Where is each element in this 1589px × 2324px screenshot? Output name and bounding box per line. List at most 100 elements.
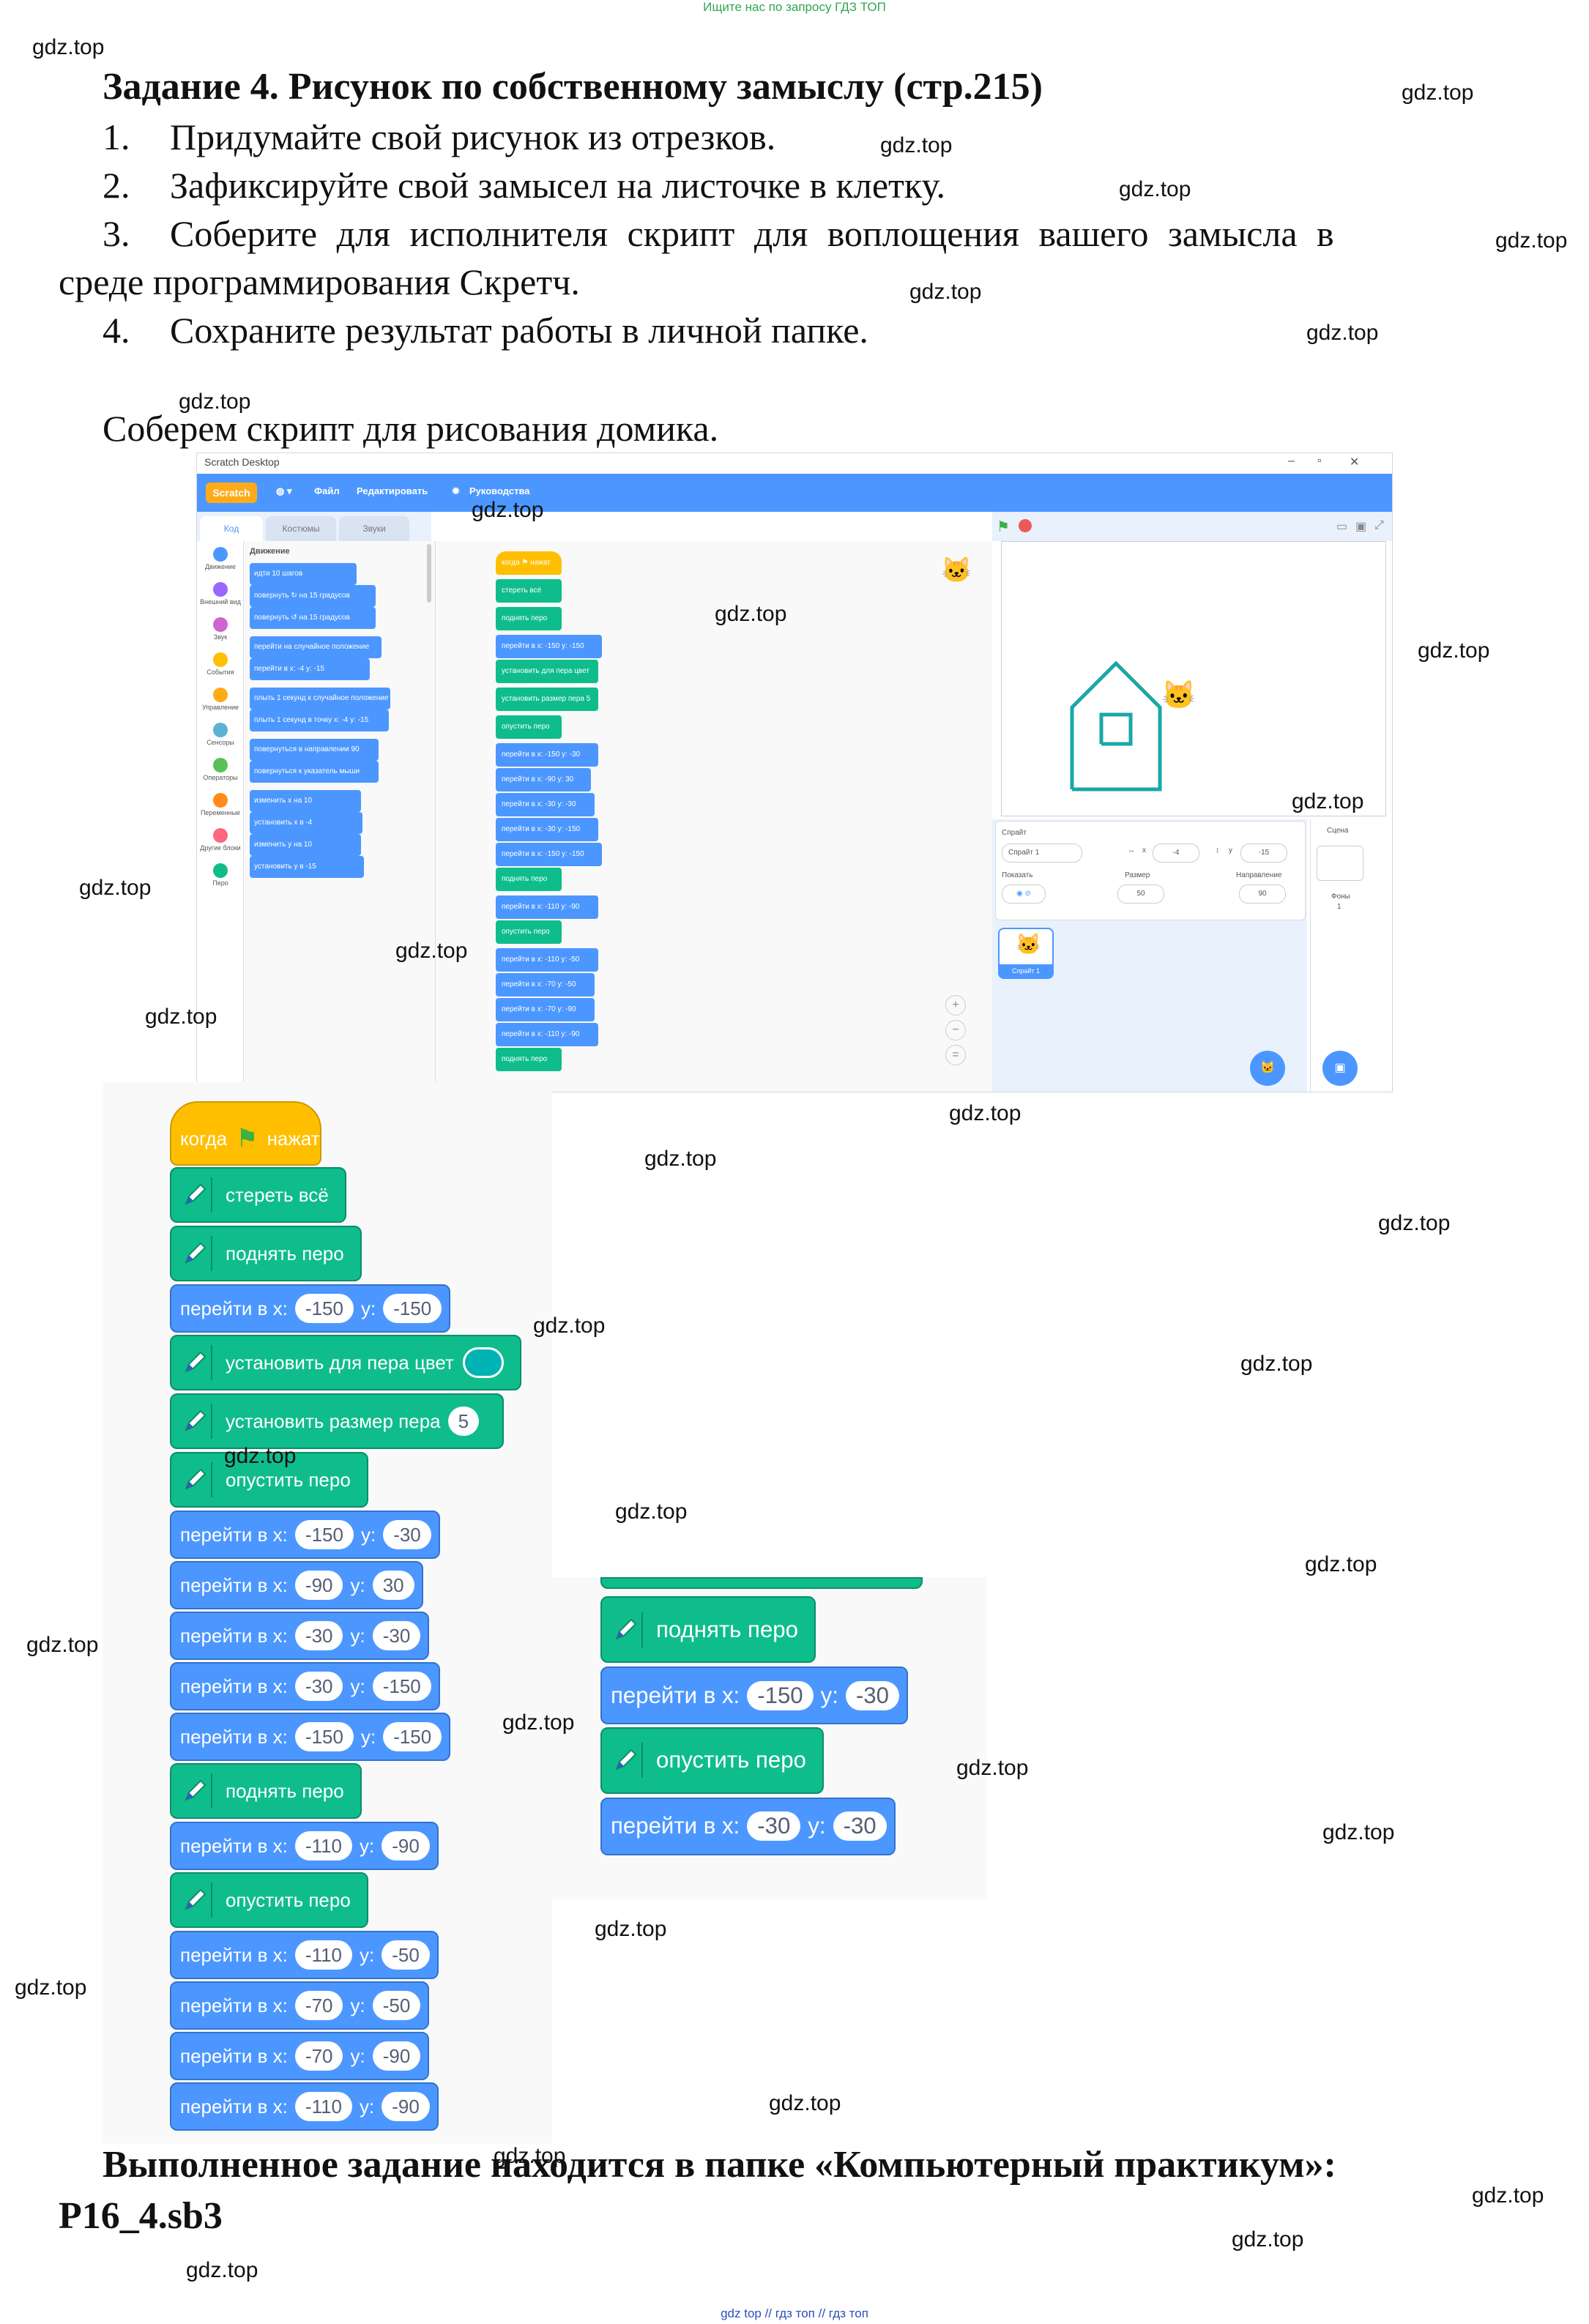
y-input[interactable]: -50 [382,1940,430,1970]
x-input[interactable]: -150 [747,1680,814,1710]
y-input[interactable]: -30 [372,1621,421,1650]
y-input[interactable]: -30 [845,1680,899,1710]
palette-block[interactable]: повернуть ↻ на 15 градусов [250,585,376,607]
palette-block[interactable]: установить x в -4 [250,812,362,834]
fullscreen-icon[interactable]: ⤢ [1374,519,1384,532]
category-dot-icon[interactable] [213,723,228,737]
palette-block[interactable]: плыть 1 секунд к случайное положение [250,688,390,710]
y-input[interactable]: 30 [372,1571,414,1600]
size-input[interactable]: 50 [1117,884,1164,904]
script-block[interactable]: перейти в x: -150 y: -30 [496,743,598,767]
palette-block[interactable]: плыть 1 секунд в точку x: -4 y: -15 [250,710,389,731]
category-dot-icon[interactable] [213,828,228,843]
scene-thumbnail[interactable] [1317,846,1363,881]
pen-color-swatch[interactable] [462,1347,504,1378]
palette-block[interactable]: повернуться к указатель мыши [250,761,379,783]
category-dot-icon[interactable] [213,758,228,772]
close-icon[interactable]: ✕ [1350,456,1360,469]
pen-block[interactable]: опустить перо [170,1872,368,1928]
show-toggle-eye-icon[interactable]: ◉ ⊘ [1002,884,1046,904]
script-block[interactable]: перейти в x: -150 y: -150 [496,843,602,866]
add-sprite-icon[interactable]: 🐱 [1250,1051,1285,1086]
script-block[interactable]: поднять перо [496,1048,562,1071]
script-block[interactable]: установить для пера цвет [496,660,598,683]
category-dot-icon[interactable] [213,793,228,808]
script-block[interactable]: опустить перо [496,920,562,944]
y-input[interactable]: -150 [372,1672,431,1701]
category-dot-icon[interactable] [213,688,228,702]
sprite-thumbnail[interactable]: 🐱 Спрайт 1 [998,928,1054,979]
y-input[interactable]: -15 [1240,843,1287,863]
category-label[interactable]: Движение [205,563,236,570]
y-input[interactable]: -50 [372,1991,421,2020]
category-label[interactable]: Внешний вид [200,598,241,606]
menu-tutorials[interactable]: Руководства [469,485,530,496]
category-dot-icon[interactable] [213,617,228,632]
pen-size-input[interactable]: 5 [447,1407,480,1436]
palette-block[interactable]: изменить у на 10 [250,834,361,856]
tab-code[interactable]: Код [200,516,263,541]
category-dot-icon[interactable] [213,582,228,597]
stop-icon[interactable] [1019,519,1032,532]
script-block[interactable]: перейти в x: -150 y: -150 [496,635,602,658]
script-block[interactable]: перейти в x: -110 y: -90 [496,1023,598,1046]
x-input[interactable]: -70 [294,1991,343,2020]
minimize-icon[interactable]: – [1288,455,1295,467]
palette-block[interactable]: идти 10 шагов [250,563,357,585]
menu-edit[interactable]: Редактировать [357,485,428,496]
pen-block[interactable]: опустить перо [170,1452,368,1508]
category-label[interactable]: Сенсоры [206,739,234,746]
y-input[interactable]: -90 [382,2092,430,2121]
stage-canvas[interactable]: 🐱 [1001,541,1386,816]
maximize-icon[interactable]: ▫ [1317,455,1322,467]
x-input[interactable]: -30 [747,1811,801,1841]
script-block[interactable]: перейти в x: -70 y: -90 [496,998,595,1021]
x-input[interactable]: -110 [294,1831,353,1861]
script-block[interactable]: поднять перо [496,868,562,891]
zoom-reset-icon[interactable]: = [945,1045,966,1065]
x-input[interactable]: -30 [294,1672,343,1701]
category-label[interactable]: Переменные [200,809,241,816]
tab-sounds[interactable]: Звуки [339,516,409,541]
y-input[interactable]: -90 [382,1831,430,1861]
category-label[interactable]: Операторы [203,774,238,781]
script-block[interactable]: перейти в x: -110 y: -50 [496,948,598,972]
pen-block[interactable]: поднять перо [170,1763,362,1819]
x-input[interactable]: -150 [294,1294,354,1323]
palette-block[interactable]: перейти на случайное положение [250,636,382,658]
pen-block[interactable]: поднять перо [600,1596,816,1664]
x-input[interactable]: -90 [294,1571,343,1600]
y-input[interactable]: -150 [383,1294,442,1323]
hat-block[interactable]: когда ⚑ нажат [496,551,562,575]
category-dot-icon[interactable] [213,652,228,667]
palette-block[interactable]: перейти в x: -4 y: -15 [250,658,370,680]
add-backdrop-icon[interactable]: ▣ [1322,1051,1358,1086]
green-flag-icon[interactable]: ⚑ [997,519,1010,535]
category-label[interactable]: События [206,668,234,676]
normal-stage-icon[interactable]: ▣ [1355,521,1367,533]
pen-block[interactable]: поднять перо [170,1226,362,1281]
y-input[interactable]: -30 [383,1520,431,1549]
x-input[interactable]: -150 [294,1722,354,1751]
palette-block[interactable]: изменить x на 10 [250,790,361,812]
category-label[interactable]: Другие блоки [200,844,241,852]
script-block[interactable]: перейти в x: -110 y: -90 [496,895,598,919]
sprite-name-input[interactable]: Спрайт 1 [1002,843,1082,863]
palette-block[interactable]: повернуть ↺ на 15 градусов [250,607,376,629]
script-block[interactable]: установить размер пера 5 [496,688,598,711]
x-input[interactable]: -150 [294,1520,354,1549]
script-block[interactable]: опустить перо [496,715,562,739]
x-input[interactable]: -30 [294,1621,343,1650]
y-input[interactable]: -90 [372,2041,421,2071]
menu-file[interactable]: Файл [314,485,340,496]
globe-icon[interactable]: ◍ ▾ [276,485,292,496]
hat-block[interactable]: когда⚑нажат [170,1101,321,1166]
script-block[interactable]: поднять перо [496,607,562,630]
